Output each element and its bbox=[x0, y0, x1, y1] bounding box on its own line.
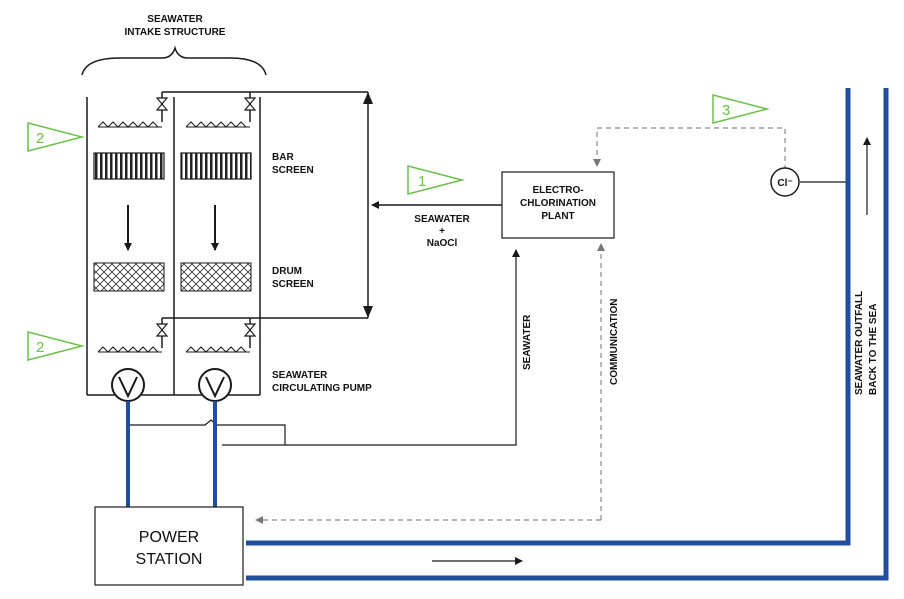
electrochlorination-plant-box bbox=[501, 171, 615, 239]
svg-text:2: 2 bbox=[36, 130, 44, 147]
bar-screen-label-2: SCREEN bbox=[272, 165, 314, 176]
outfall-label-2: BACK TO THE SEA bbox=[868, 304, 879, 396]
pump-left bbox=[111, 368, 145, 402]
drum-screen-right bbox=[180, 262, 252, 292]
power-station-box bbox=[94, 506, 244, 586]
svg-text:1: 1 bbox=[418, 173, 426, 190]
plant-label-3: PLANT bbox=[541, 211, 574, 222]
plant-label-1: ELECTRO- bbox=[532, 185, 583, 196]
pump-right bbox=[198, 368, 232, 402]
bar-screen-left bbox=[93, 152, 165, 180]
drum-screen-left bbox=[93, 262, 165, 292]
power-station-label-2: STATION bbox=[136, 551, 203, 568]
diffuser-top bbox=[97, 121, 250, 128]
valve-bottom-right bbox=[243, 323, 257, 337]
communication-vertical-label: COMMUNICATION bbox=[609, 299, 620, 385]
chloride-sensor bbox=[770, 167, 800, 197]
feed-label-1: SEAWATER bbox=[414, 214, 470, 225]
diffuser-bottom bbox=[97, 346, 250, 353]
bar-screen-label-1: BAR bbox=[272, 152, 294, 163]
pump-label-2: CIRCULATING PUMP bbox=[272, 383, 372, 394]
outfall-pipe-inner bbox=[246, 88, 851, 546]
drum-screen-label-2: SCREEN bbox=[272, 279, 314, 290]
chloride-sensor-label: Cl⁻ bbox=[777, 178, 792, 189]
marker-2-top: 2 bbox=[27, 122, 85, 152]
bottom-header-pipe bbox=[161, 317, 368, 348]
intake-label-1: SEAWATER bbox=[147, 14, 203, 25]
drum-screen-label-1: DRUM bbox=[272, 266, 302, 277]
plant-label-2: CHLORINATION bbox=[520, 198, 596, 209]
intake-label-2: INTAKE STRUCTURE bbox=[125, 27, 226, 38]
valve-bottom-left bbox=[155, 323, 169, 337]
outfall-pipe-outer bbox=[246, 88, 889, 581]
bar-screen-right bbox=[180, 152, 252, 180]
marker-1: 1 bbox=[407, 165, 465, 195]
top-header-pipe bbox=[161, 91, 368, 122]
outfall-label-1: SEAWATER OUTFALL bbox=[854, 291, 865, 395]
feed-label-2: + bbox=[439, 226, 445, 237]
valve-top-left bbox=[155, 97, 169, 111]
feed-label-3: NaOCl bbox=[427, 238, 458, 249]
intake-brace bbox=[81, 45, 267, 76]
marker-3: 3 bbox=[712, 94, 770, 124]
power-station-label-1: POWER bbox=[139, 529, 199, 546]
pump-label-1: SEAWATER bbox=[272, 370, 328, 381]
marker-2-bottom: 2 bbox=[27, 331, 85, 361]
valve-top-right bbox=[243, 97, 257, 111]
seawater-vertical-label: SEAWATER bbox=[522, 314, 533, 370]
monitoring-line bbox=[593, 127, 786, 170]
svg-text:2: 2 bbox=[36, 339, 44, 356]
svg-text:3: 3 bbox=[722, 102, 730, 119]
